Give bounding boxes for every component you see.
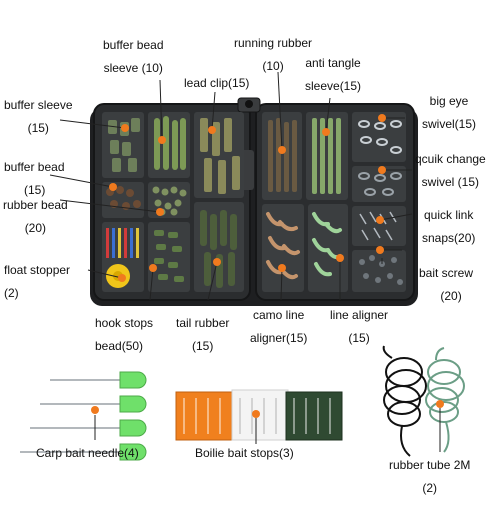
compartment-bait-screw [352,250,406,292]
label-buffer-sleeve: buffer sleeve(15) [4,98,73,135]
label-carp-bait-needle: Carp bait needle(4) [36,446,139,460]
contents-quick-change-swivel [358,172,402,196]
label-float-stopper: float stopper(2) [4,263,71,300]
label-rubber-tube: rubber tube 2M(2) [389,458,471,495]
contents-anti-tangle-sleeve [312,118,341,194]
rubber-tubes [382,345,465,457]
label-boilie-bait-stops: Boilie bait stops(3) [195,446,294,460]
marker-dots [109,114,386,282]
contents-big-eye-swivel [358,120,402,154]
label-buffer-bead: buffer bead(15) [4,160,65,197]
label-lead-clip: lead clip(15) [184,76,250,90]
label-bait-screw: bait screw(20) [419,266,474,303]
label-tail-rubber: tail rubber(15) [176,316,230,353]
label-line-aligner: line aligner(15) [330,308,389,345]
boilie-bait-stops [175,389,343,444]
contents-tail-rubber [200,210,237,288]
contents-buffer-bead-sleeve [154,116,186,170]
tackle-box [90,97,418,306]
carp-bait-needles [20,371,147,461]
compartment-big-eye-swivel [352,112,406,162]
label-rubber-bead: rubber bead(20) [3,198,68,235]
leader-lines [49,71,413,301]
contents-hook-stops [154,230,184,282]
contents-float-stopper [106,228,139,288]
compartment-quick-link-snaps [352,206,406,246]
compartment-hook-stops [148,222,190,292]
contents-line-aligner [312,212,342,277]
box-hang-hole [245,100,253,108]
contents-rubber-bead [152,186,187,216]
contents-bait-screw [359,255,403,285]
label-running-rubber: running rubber(10) [234,36,313,73]
contents-running-rubber [268,118,297,192]
